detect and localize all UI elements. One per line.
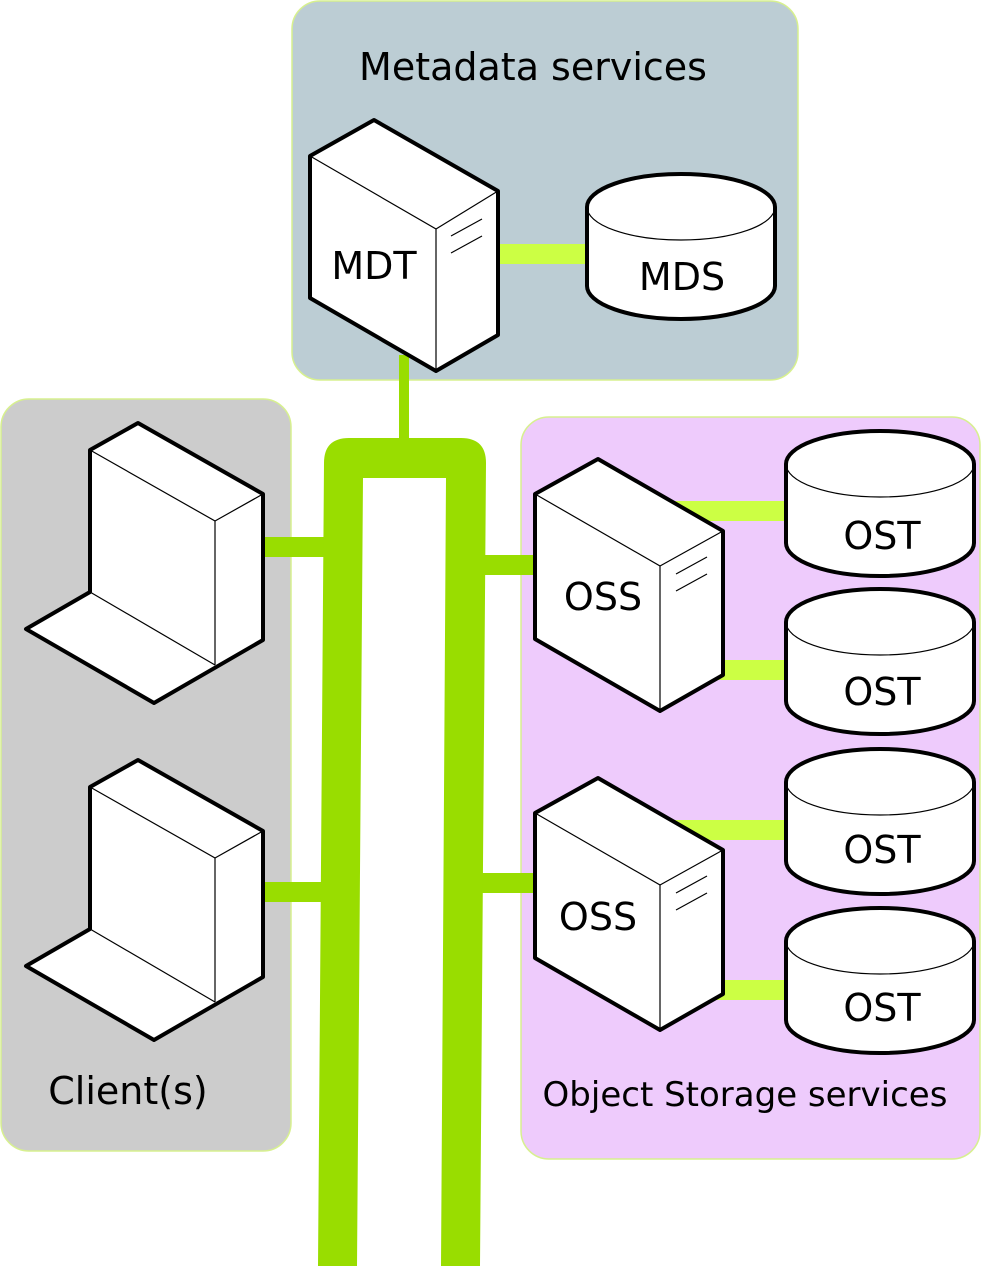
disk-icon bbox=[784, 906, 976, 1055]
client-workstation-icon bbox=[24, 421, 265, 705]
client-workstation-icon bbox=[24, 758, 265, 1042]
ost3-label: OST bbox=[843, 828, 921, 872]
mdt-server: MDT bbox=[308, 118, 500, 373]
metadata-services-title: Metadata services bbox=[359, 45, 707, 89]
client-workstation-1 bbox=[24, 421, 265, 705]
server-icon bbox=[533, 457, 725, 713]
clients-title: Client(s) bbox=[48, 1069, 207, 1113]
ost-disk-3: OST bbox=[784, 747, 976, 896]
oss-server-1: OSS bbox=[533, 457, 725, 713]
client-workstation-2 bbox=[24, 758, 265, 1042]
mdt-label: MDT bbox=[331, 244, 417, 288]
ost-disk-1: OST bbox=[784, 429, 976, 578]
oss-server-2: OSS bbox=[533, 776, 725, 1032]
object-storage-services-title: Object Storage services bbox=[543, 1075, 948, 1115]
disk-icon bbox=[784, 587, 976, 736]
ost-disk-4: OST bbox=[784, 906, 976, 1055]
mds-disk: MDS bbox=[585, 172, 777, 321]
network-bus bbox=[318, 438, 486, 1266]
disk-icon bbox=[585, 172, 777, 321]
ost4-label: OST bbox=[843, 986, 921, 1030]
mds-label: MDS bbox=[639, 255, 725, 299]
disk-icon bbox=[784, 429, 976, 578]
disk-icon bbox=[784, 747, 976, 896]
ost-disk-2: OST bbox=[784, 587, 976, 736]
ost1-label: OST bbox=[843, 514, 921, 558]
oss1-label: OSS bbox=[564, 575, 642, 619]
server-icon bbox=[533, 776, 725, 1032]
server-icon bbox=[308, 118, 500, 373]
oss2-label: OSS bbox=[559, 895, 637, 939]
ost2-label: OST bbox=[843, 670, 921, 714]
